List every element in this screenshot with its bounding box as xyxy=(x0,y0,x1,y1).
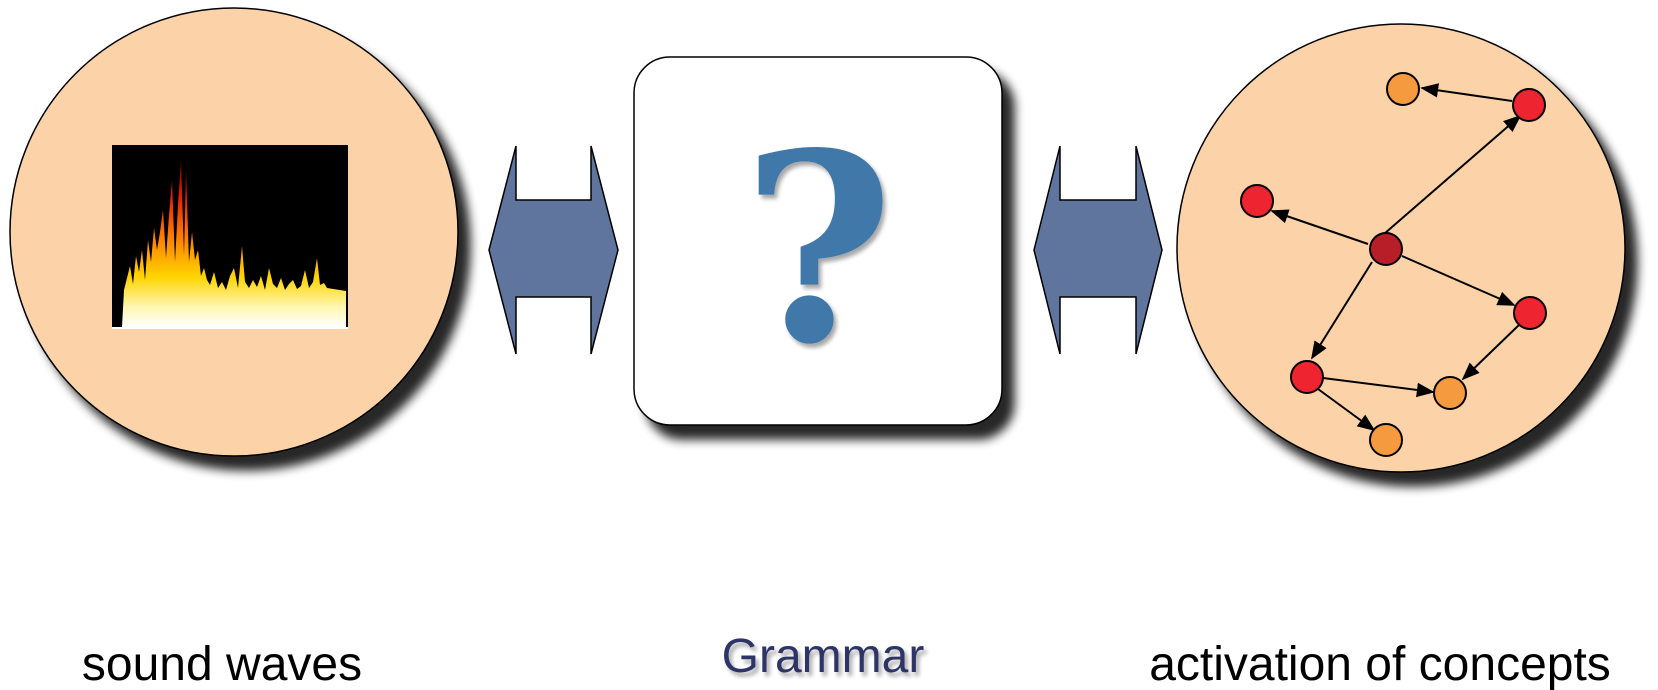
concepts-label: activation of concepts xyxy=(1149,638,1611,690)
concept-node xyxy=(1433,376,1467,410)
concept-node xyxy=(1386,72,1420,106)
concept-network-icon xyxy=(1270,83,1522,432)
question-mark-icon: ? xyxy=(742,97,894,402)
left-double-arrow xyxy=(488,145,619,355)
grammar-box: ? xyxy=(633,56,1003,426)
concept-node-center xyxy=(1369,232,1403,266)
concept-node xyxy=(1512,88,1546,122)
concept-nodes xyxy=(1240,72,1547,457)
concept-node xyxy=(1290,360,1324,394)
sound-waves-label: sound waves xyxy=(82,638,362,690)
concept-node xyxy=(1369,423,1403,457)
concept-node xyxy=(1513,296,1547,330)
grammar-label: Grammar xyxy=(722,630,925,683)
right-double-arrow xyxy=(1033,145,1163,355)
concept-node xyxy=(1240,184,1274,218)
sound-spectrum-icon xyxy=(112,145,348,329)
concepts-node xyxy=(1176,23,1626,473)
sound-waves-node xyxy=(9,7,459,457)
